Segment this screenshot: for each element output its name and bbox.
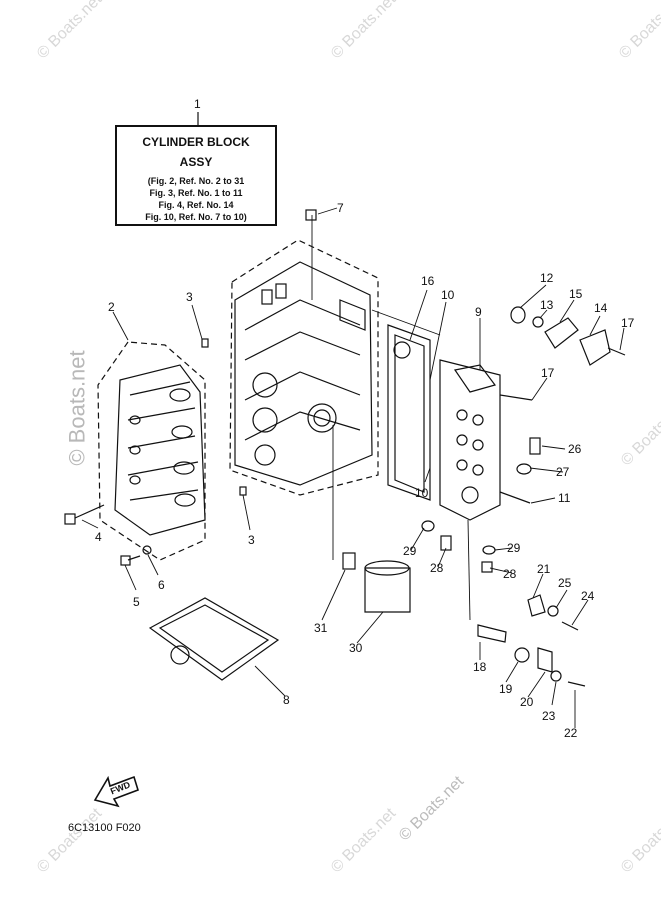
oil-filter-part: [342, 552, 411, 613]
callout-label: 12: [540, 271, 554, 285]
cylinder-head-part: [114, 364, 206, 536]
callout-label: 28: [503, 567, 517, 581]
reference-line: Fig. 3, Ref. No. 1 to 11: [149, 188, 243, 198]
callout-label: 16: [421, 274, 435, 288]
reference-list: (Fig. 2, Ref. No. 2 to 31 Fig. 3, Ref. N…: [117, 175, 275, 223]
assembly-title-box: CYLINDER BLOCK ASSY (Fig. 2, Ref. No. 2 …: [115, 125, 277, 226]
callout-label: 7: [337, 201, 344, 215]
fwd-arrow-icon: [93, 775, 139, 808]
callout-label: 10: [441, 288, 455, 302]
callout-label: 8: [283, 693, 290, 707]
callout-label: 15: [569, 287, 583, 301]
callout-label: 19: [499, 682, 513, 696]
dashed-outline: [97, 341, 206, 561]
callout-label: 18: [473, 660, 487, 674]
callout-label: 28: [430, 561, 444, 575]
reference-line: (Fig. 2, Ref. No. 2 to 31: [147, 176, 245, 186]
callout-label: 17: [621, 316, 635, 330]
oil-pan-gasket-part: [148, 597, 280, 681]
callout-label: 5: [133, 595, 140, 609]
title-line-1: CYLINDER BLOCK: [142, 135, 250, 149]
callout-label: 9: [475, 305, 482, 319]
gasket-part: [387, 324, 431, 501]
callout-label: 24: [581, 589, 595, 603]
fitting-part: [499, 306, 626, 504]
callout-label: 6: [158, 578, 165, 592]
cover-plate-part: [439, 359, 501, 521]
diagram-code: 6C13100 F020: [68, 822, 141, 834]
callout-label: 27: [556, 465, 570, 479]
cylinder-block-part: [234, 261, 373, 486]
callout-label: 17: [541, 366, 555, 380]
bolt-part: [64, 209, 317, 566]
title-line-2: ASSY: [179, 155, 213, 169]
callout-label: 11: [558, 491, 571, 505]
callout-label: 26: [568, 442, 582, 456]
callout-label: 13: [540, 298, 554, 312]
callout-label: 23: [542, 709, 556, 723]
dashed-outline: [229, 239, 379, 496]
callout-label: 21: [537, 562, 551, 576]
callout-label: 30: [349, 641, 363, 655]
leader-lines: [81, 207, 625, 728]
callout-label: 29: [507, 541, 521, 555]
reference-line: Fig. 4, Ref. No. 14: [158, 200, 234, 210]
callout-label: 25: [558, 576, 572, 590]
callout-label: 2: [108, 300, 115, 314]
callout-label: 31: [314, 621, 328, 635]
callout-label: 3: [248, 533, 255, 547]
sensor-part: [421, 520, 586, 687]
reference-line: Fig. 10, Ref. No. 7 to 10): [145, 212, 247, 222]
callout-label: 20: [520, 695, 534, 709]
callout-label: 10: [415, 486, 429, 500]
callout-label: 29: [403, 544, 417, 558]
callout-label: 3: [186, 290, 193, 304]
callout-label: 1: [194, 97, 201, 111]
callout-label: 22: [564, 726, 578, 740]
callout-label: 14: [594, 301, 608, 315]
callout-label: 4: [95, 530, 102, 544]
